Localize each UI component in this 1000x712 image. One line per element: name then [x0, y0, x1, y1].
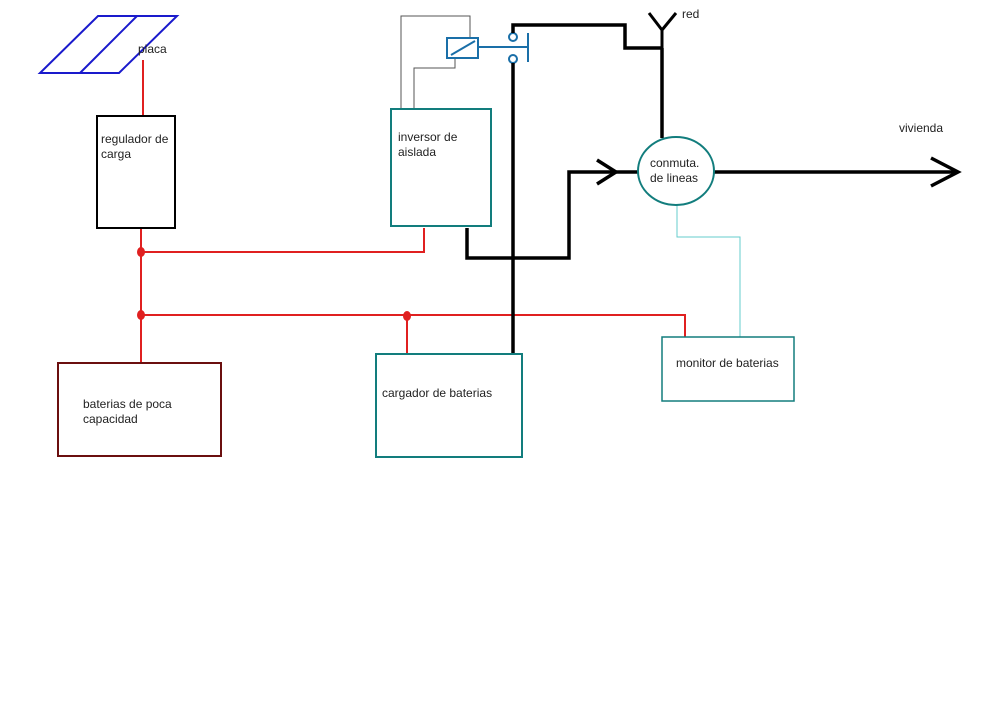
solar-panel	[37, 15, 180, 74]
conmutador-circle	[637, 136, 715, 206]
label-inversor: inversor de aislada	[398, 130, 458, 159]
regulador-box	[96, 115, 176, 229]
monitor-box	[661, 336, 795, 402]
inversor-box	[390, 108, 492, 227]
label-placa: placa	[138, 42, 167, 56]
dc-junction-dots	[137, 247, 411, 321]
label-monitor: monitor de baterias	[676, 356, 779, 370]
label-conmutador: conmuta. de lineas	[650, 156, 700, 185]
relay-control-wires	[400, 15, 471, 108]
label-cargador: cargador de baterias	[382, 386, 493, 400]
label-vivienda: vivienda	[899, 121, 944, 135]
cargador-box	[375, 353, 523, 458]
ac-wiring	[465, 23, 962, 355]
label-red: red	[682, 7, 700, 21]
relay	[446, 32, 529, 64]
grid-antenna-icon	[647, 12, 678, 50]
label-regulador: regulador de carga	[101, 132, 169, 161]
monitor-signal-wire	[676, 205, 741, 337]
baterias-box	[57, 362, 222, 457]
label-baterias: baterias de poca capacidad	[83, 397, 172, 426]
